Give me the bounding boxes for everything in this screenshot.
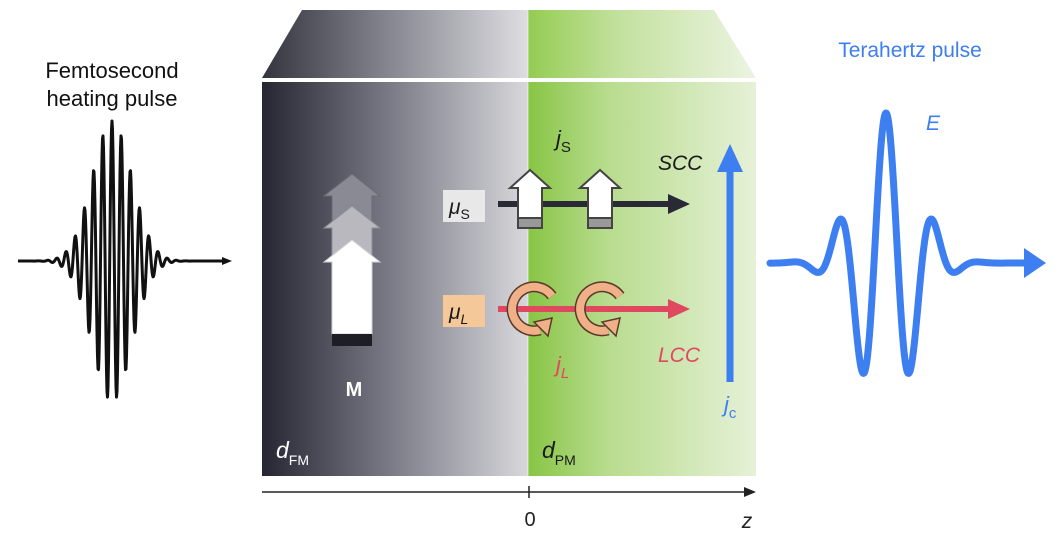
left-label-line2: heating pulse (47, 86, 178, 111)
spin-current-arrowhead (668, 194, 690, 214)
spin-channel: μS jS SCC (443, 126, 703, 229)
orbital-current-arrowhead (668, 299, 690, 319)
spin-arrow-icon (577, 168, 623, 229)
orbital-channel: μL jL LCC (443, 281, 701, 382)
fm-layer-top-face (262, 10, 528, 78)
pm-layer (528, 82, 756, 476)
orbital-current-label: jL (553, 352, 569, 382)
magnetization-arrow-stack (322, 173, 382, 346)
z-axis-arrowhead (744, 487, 756, 497)
electric-field-label: E (926, 112, 941, 135)
magnetization-arrow-front (322, 239, 382, 335)
spin-potential-label: μS (448, 196, 470, 222)
orbital-potential-box (443, 295, 485, 327)
fm-layer (262, 82, 528, 476)
fm-thickness-label: dFM (276, 437, 309, 468)
terahertz-pulse-waveform (766, 109, 1030, 377)
left-label-line1: Femtosecond (45, 58, 178, 83)
orbital-potential-label: μL (448, 301, 468, 327)
orbital-rotation-icon (506, 281, 557, 338)
z-axis-zero-label: 0 (524, 509, 535, 531)
pm-thickness-label: dPM (542, 437, 576, 468)
layer-block (262, 10, 756, 476)
spin-charge-conversion-label: SCC (658, 152, 703, 175)
orbital-charge-conversion-label: LCC (658, 344, 701, 367)
femtosecond-pulse-arrowhead (222, 257, 232, 265)
spin-potential-box (443, 190, 485, 222)
magnetization-arrow-front-base (332, 334, 372, 346)
pm-layer-top-face (528, 10, 756, 78)
terahertz-pulse-title: Terahertz pulse (838, 39, 982, 62)
charge-current-label: jc (721, 392, 737, 422)
spin-current-label: jS (553, 126, 571, 156)
z-axis-label: z (741, 510, 753, 533)
charge-current-arrowhead (717, 144, 743, 172)
spin-arrow-icon (507, 168, 553, 229)
z-axis: 0 z (262, 486, 756, 533)
femtosecond-pulse-waveform (17, 119, 223, 399)
terahertz-pulse-arrowhead (1024, 248, 1046, 278)
magnetization-label: M (346, 379, 363, 401)
orbital-rotation-icon (574, 281, 625, 338)
